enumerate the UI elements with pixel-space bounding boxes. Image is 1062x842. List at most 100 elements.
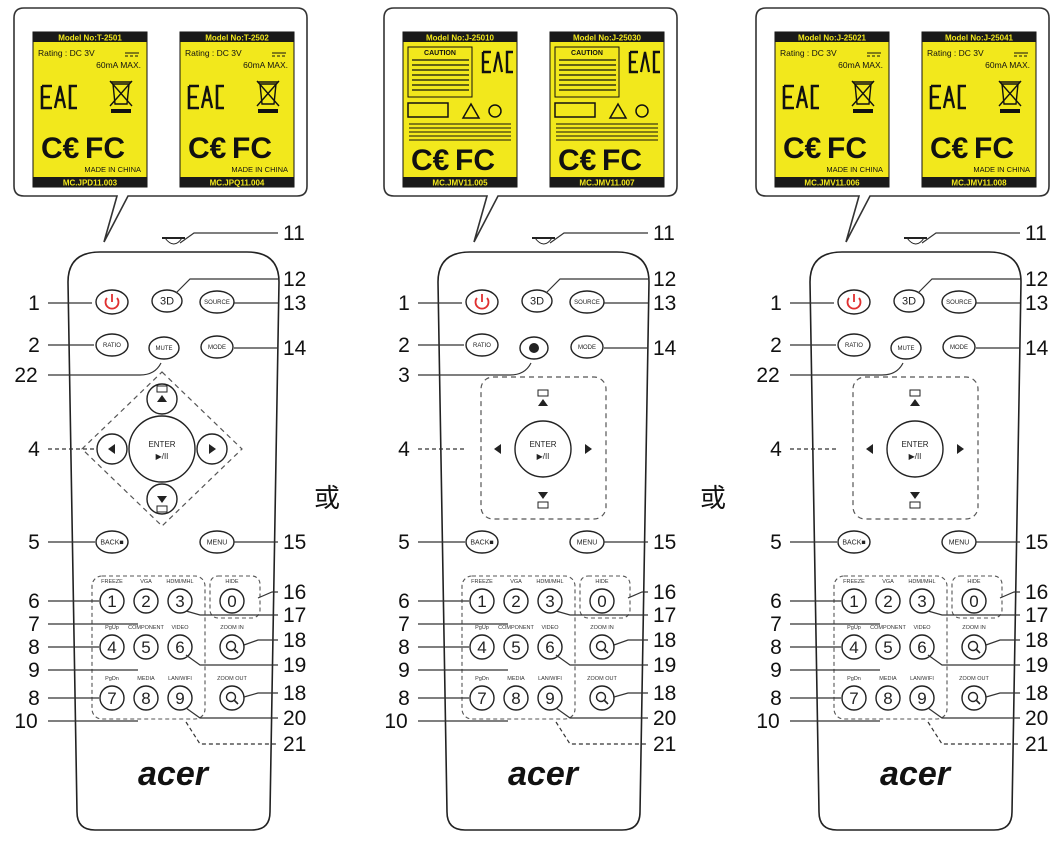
key-6-label: 6 bbox=[175, 638, 184, 657]
callout-number: 7 bbox=[398, 613, 410, 636]
callout-number: 6 bbox=[770, 590, 782, 613]
callout-number: 20 bbox=[1025, 707, 1048, 730]
callout-leader bbox=[175, 278, 278, 294]
callout-number: 4 bbox=[770, 438, 782, 461]
callout-number: 7 bbox=[28, 613, 40, 636]
remote-body bbox=[67, 251, 280, 831]
key-0-label: 0 bbox=[969, 592, 978, 611]
ce-mark-icon: C€ bbox=[783, 132, 822, 165]
btn-enter bbox=[886, 420, 944, 478]
dpad-group bbox=[480, 376, 607, 520]
callout-number: 13 bbox=[653, 292, 676, 315]
separator-or-2: 或 bbox=[700, 484, 727, 514]
callout-leader bbox=[613, 639, 648, 646]
key-caption: ZOOM IN bbox=[220, 625, 244, 631]
eac-mark-icon bbox=[628, 50, 638, 74]
key-caption: HDMI/MHL bbox=[166, 579, 193, 585]
key-9-label: 9 bbox=[175, 689, 184, 708]
btn-3d bbox=[151, 289, 183, 313]
callout-number: 18 bbox=[1025, 682, 1048, 705]
callout-leader bbox=[185, 654, 278, 666]
rating-text: Rating : DC 3V bbox=[185, 48, 242, 58]
callout-leader bbox=[555, 707, 648, 719]
callout-leader bbox=[927, 610, 1020, 616]
btn-3d bbox=[521, 289, 553, 313]
btn-3d-label: 3D bbox=[902, 296, 916, 308]
key-caption: LAN/WIFI bbox=[910, 676, 934, 682]
key-7 bbox=[841, 685, 867, 711]
current-text: 60mA MAX. bbox=[838, 60, 883, 70]
btn-3d-label: 3D bbox=[530, 296, 544, 308]
key-4-label: 4 bbox=[477, 638, 486, 657]
zoom-out-icon bbox=[225, 691, 237, 703]
btn-zoom-out bbox=[589, 685, 615, 711]
key-caption: MEDIA bbox=[879, 676, 897, 682]
callout-leader bbox=[555, 654, 648, 666]
key-9-label: 9 bbox=[545, 689, 554, 708]
btn-ratio bbox=[95, 333, 129, 357]
callout-number: 6 bbox=[28, 590, 40, 613]
eac-mark-icon bbox=[481, 50, 491, 74]
arrow-right-icon bbox=[209, 444, 216, 454]
ce-mark-icon: C€ bbox=[558, 144, 597, 177]
callout-number: 15 bbox=[283, 531, 306, 554]
key-caption: FREEZE bbox=[471, 579, 493, 585]
callout-number: 21 bbox=[1025, 733, 1048, 756]
key-1-label: 1 bbox=[107, 592, 116, 611]
btn-enter-label: ENTER bbox=[901, 440, 928, 449]
key-5 bbox=[503, 634, 529, 660]
recycle-icon bbox=[635, 104, 649, 118]
key-4-label: 4 bbox=[849, 638, 858, 657]
key-caption: PgUp bbox=[105, 625, 119, 631]
callout-number: 17 bbox=[1025, 604, 1048, 627]
callout-number: 2 bbox=[398, 334, 410, 357]
numeric-keypad-group bbox=[833, 575, 948, 720]
callout-number: 4 bbox=[398, 438, 410, 461]
power-icon bbox=[104, 297, 120, 310]
key-caption: ZOOM OUT bbox=[959, 676, 989, 682]
key-8 bbox=[133, 685, 159, 711]
key-6-label: 6 bbox=[545, 638, 554, 657]
key-caption: VGA bbox=[140, 579, 152, 585]
btn-back bbox=[95, 530, 129, 554]
callout-number: 18 bbox=[283, 629, 306, 652]
callout-number: 17 bbox=[653, 604, 676, 627]
key-caption: COMPONENT bbox=[128, 625, 164, 631]
callout-leader bbox=[627, 591, 648, 599]
arrow-left-icon bbox=[866, 444, 873, 454]
key-caption: ZOOM OUT bbox=[217, 676, 247, 682]
rating-text: Rating : DC 3V bbox=[927, 48, 984, 58]
weee-bin-icon bbox=[853, 81, 873, 105]
callout-leader bbox=[418, 362, 532, 376]
callout-leader bbox=[999, 591, 1020, 599]
key-caption: HDMI/MHL bbox=[908, 579, 935, 585]
btn-back bbox=[837, 530, 871, 554]
callout-number: 12 bbox=[1025, 268, 1048, 291]
key-8-label: 8 bbox=[141, 689, 150, 708]
label-footer-bar bbox=[33, 177, 147, 187]
btn-mode bbox=[942, 335, 976, 359]
key-6 bbox=[909, 634, 935, 660]
fcc-mark-icon: FC bbox=[232, 132, 272, 165]
callout-number: 8 bbox=[28, 687, 40, 710]
key-6-label: 6 bbox=[917, 638, 926, 657]
callout-number: 10 bbox=[14, 710, 37, 733]
key-4 bbox=[99, 634, 125, 660]
callout-number: 22 bbox=[756, 364, 779, 387]
model-number: Model No:J-25041 bbox=[945, 34, 1014, 43]
made-in-text: MADE IN CHINA bbox=[973, 165, 1030, 174]
key-caption: VGA bbox=[882, 579, 894, 585]
callout-leader bbox=[927, 707, 1020, 719]
key-3-label: 3 bbox=[917, 592, 926, 611]
key-caption: PgDn bbox=[475, 676, 489, 682]
key-caption: PgDn bbox=[847, 676, 861, 682]
callout-number: 10 bbox=[756, 710, 779, 733]
btn-enter-label: ENTER bbox=[148, 440, 175, 449]
model-number: Model No:J-25030 bbox=[573, 34, 642, 43]
callout-number: 18 bbox=[653, 629, 676, 652]
btn-zoom-in bbox=[961, 634, 987, 660]
current-text: 60mA MAX. bbox=[985, 60, 1030, 70]
